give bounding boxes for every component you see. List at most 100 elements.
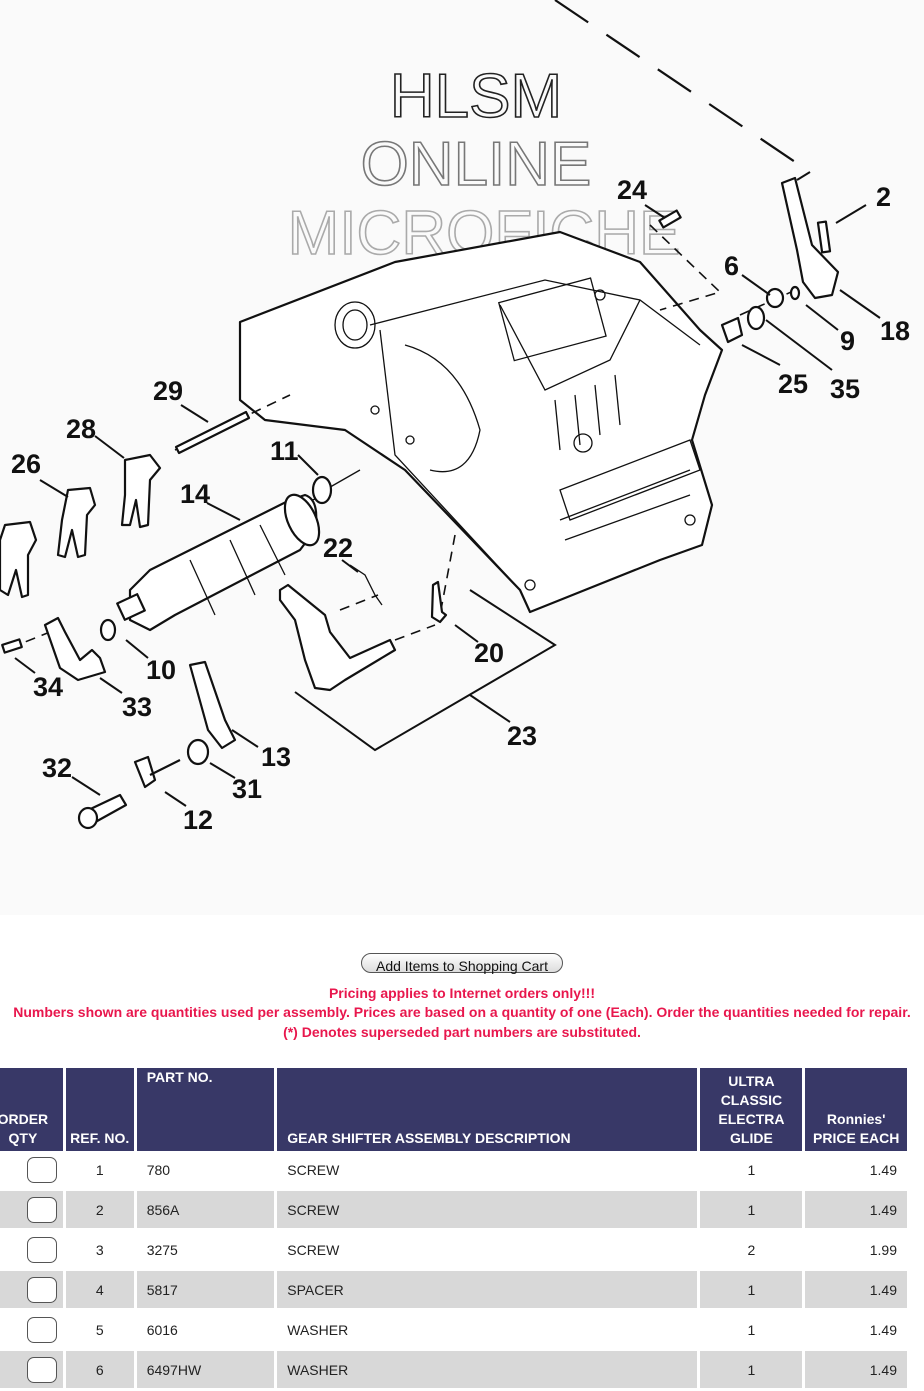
callout-18: 18 bbox=[880, 316, 910, 346]
order-qty-input[interactable] bbox=[26, 1236, 57, 1263]
screw bbox=[658, 209, 682, 229]
callout-14: 14 bbox=[180, 479, 210, 509]
guide-line bbox=[394, 624, 436, 641]
qty-used: 1 bbox=[700, 1191, 803, 1231]
ref-no: 1 bbox=[65, 1151, 134, 1191]
price: 1.49 bbox=[805, 1151, 907, 1191]
screw bbox=[1, 638, 23, 654]
callout-labels: 2 6 9 10 11 12 13 14 18 20 22 23 24 25 2… bbox=[11, 175, 910, 835]
description: SCREW bbox=[277, 1231, 698, 1271]
callout-2: 2 bbox=[876, 182, 891, 212]
table-row: 4 5817 SPACER 1 1.49 bbox=[0, 1271, 907, 1311]
assembly-bracket bbox=[294, 589, 557, 752]
callout-9: 9 bbox=[840, 326, 855, 356]
guide-line bbox=[339, 594, 379, 611]
price: 1.49 bbox=[805, 1271, 907, 1311]
parts-diagram: HLSM ONLINE MICROFICHE bbox=[0, 0, 911, 835]
callout-10: 10 bbox=[146, 655, 176, 685]
qty-used: 1 bbox=[700, 1151, 803, 1191]
part-no[interactable]: 856A bbox=[136, 1191, 275, 1231]
guide-line bbox=[554, 0, 811, 173]
callout-24: 24 bbox=[617, 175, 647, 205]
callout-13: 13 bbox=[261, 742, 291, 772]
callout-31: 31 bbox=[232, 774, 262, 804]
header-description: GEAR SHIFTER ASSEMBLY DESCRIPTION bbox=[277, 1068, 698, 1151]
callout-29: 29 bbox=[153, 376, 183, 406]
description: SCREW bbox=[277, 1151, 698, 1191]
callout-12: 12 bbox=[183, 805, 213, 835]
callout-33: 33 bbox=[122, 692, 152, 722]
description: WASHER bbox=[277, 1311, 698, 1351]
shift-rod bbox=[174, 410, 251, 455]
shift-fork bbox=[56, 486, 97, 559]
shifter-pawl bbox=[278, 583, 397, 692]
qty-used: 1 bbox=[700, 1271, 803, 1311]
part-no[interactable]: 6016 bbox=[136, 1311, 275, 1351]
add-to-cart-button[interactable]: Add Items to Shopping Cart bbox=[361, 953, 563, 974]
header-order-qty: ORDER QTY bbox=[0, 1068, 63, 1151]
watermark-line-2: ONLINE bbox=[361, 130, 592, 199]
callout-25: 25 bbox=[778, 369, 808, 399]
description: WASHER bbox=[277, 1351, 698, 1391]
guide-line bbox=[796, 171, 811, 181]
bolt-head bbox=[77, 806, 99, 830]
shift-drum bbox=[116, 493, 321, 632]
table-row: 3 3275 SCREW 2 1.99 bbox=[0, 1231, 907, 1271]
header-part-no: PART NO. bbox=[136, 1068, 275, 1151]
screw bbox=[816, 220, 832, 254]
shift-fork bbox=[120, 453, 162, 529]
ref-no: 4 bbox=[65, 1271, 134, 1311]
retaining-ring bbox=[311, 475, 333, 505]
parts-table: ORDER QTY REF. NO. PART NO. GEAR SHIFTER… bbox=[0, 1068, 910, 1391]
description: SPACER bbox=[277, 1271, 698, 1311]
order-qty-input[interactable] bbox=[26, 1156, 57, 1183]
part-no[interactable]: 6497HW bbox=[136, 1351, 275, 1391]
qty-used: 2 bbox=[700, 1231, 803, 1271]
ref-no: 2 bbox=[65, 1191, 134, 1231]
order-qty-input[interactable] bbox=[26, 1276, 57, 1303]
guide-line bbox=[649, 224, 722, 311]
callout-32: 32 bbox=[42, 753, 72, 783]
quantity-notice: Numbers shown are quantities used per as… bbox=[13, 1004, 911, 1020]
callout-23: 23 bbox=[507, 721, 537, 751]
leader-lines bbox=[14, 204, 881, 807]
callout-35: 35 bbox=[830, 374, 860, 404]
shifter-arm bbox=[780, 176, 840, 300]
spring bbox=[349, 564, 383, 606]
washer bbox=[765, 287, 785, 309]
order-qty-input[interactable] bbox=[26, 1196, 57, 1223]
header-model: ULTRA CLASSIC ELECTRA GLIDE bbox=[700, 1068, 803, 1151]
guide-line bbox=[439, 534, 456, 616]
o-ring bbox=[99, 618, 117, 642]
order-qty-input[interactable] bbox=[26, 1316, 57, 1343]
watermark: HLSM ONLINE MICROFICHE bbox=[287, 61, 681, 269]
callout-26: 26 bbox=[11, 449, 41, 479]
bushing bbox=[720, 316, 744, 344]
watermark-line-1: HLSM bbox=[390, 62, 562, 131]
callout-11: 11 bbox=[270, 436, 299, 466]
table-row: 6 6497HW WASHER 1 1.49 bbox=[0, 1351, 907, 1391]
table-header-row: ORDER QTY REF. NO. PART NO. GEAR SHIFTER… bbox=[0, 1068, 907, 1151]
superseded-notice: (*) Denotes superseded part numbers are … bbox=[283, 1024, 641, 1040]
cart-area: Add Items to Shopping Cart bbox=[0, 953, 924, 976]
price: 1.49 bbox=[805, 1351, 907, 1391]
ref-no: 3 bbox=[65, 1231, 134, 1271]
shift-fork bbox=[0, 520, 38, 599]
oil-seal bbox=[746, 305, 766, 331]
ref-no: 6 bbox=[65, 1351, 134, 1391]
callout-20: 20 bbox=[474, 638, 504, 668]
o-ring bbox=[789, 285, 801, 301]
header-ref-no: REF. NO. bbox=[65, 1068, 134, 1151]
callout-6: 6 bbox=[724, 251, 739, 281]
order-qty-input[interactable] bbox=[26, 1356, 57, 1383]
header-price: Ronnies' PRICE EACH bbox=[805, 1068, 907, 1151]
part-no[interactable]: 3275 bbox=[136, 1231, 275, 1271]
part-no[interactable]: 780 bbox=[136, 1151, 275, 1191]
part-no[interactable]: 5817 bbox=[136, 1271, 275, 1311]
table-row: 5 6016 WASHER 1 1.49 bbox=[0, 1311, 907, 1351]
callout-28: 28 bbox=[66, 414, 96, 444]
price: 1.49 bbox=[805, 1191, 907, 1231]
price: 1.49 bbox=[805, 1311, 907, 1351]
qty-used: 1 bbox=[700, 1311, 803, 1351]
callout-34: 34 bbox=[33, 672, 63, 702]
